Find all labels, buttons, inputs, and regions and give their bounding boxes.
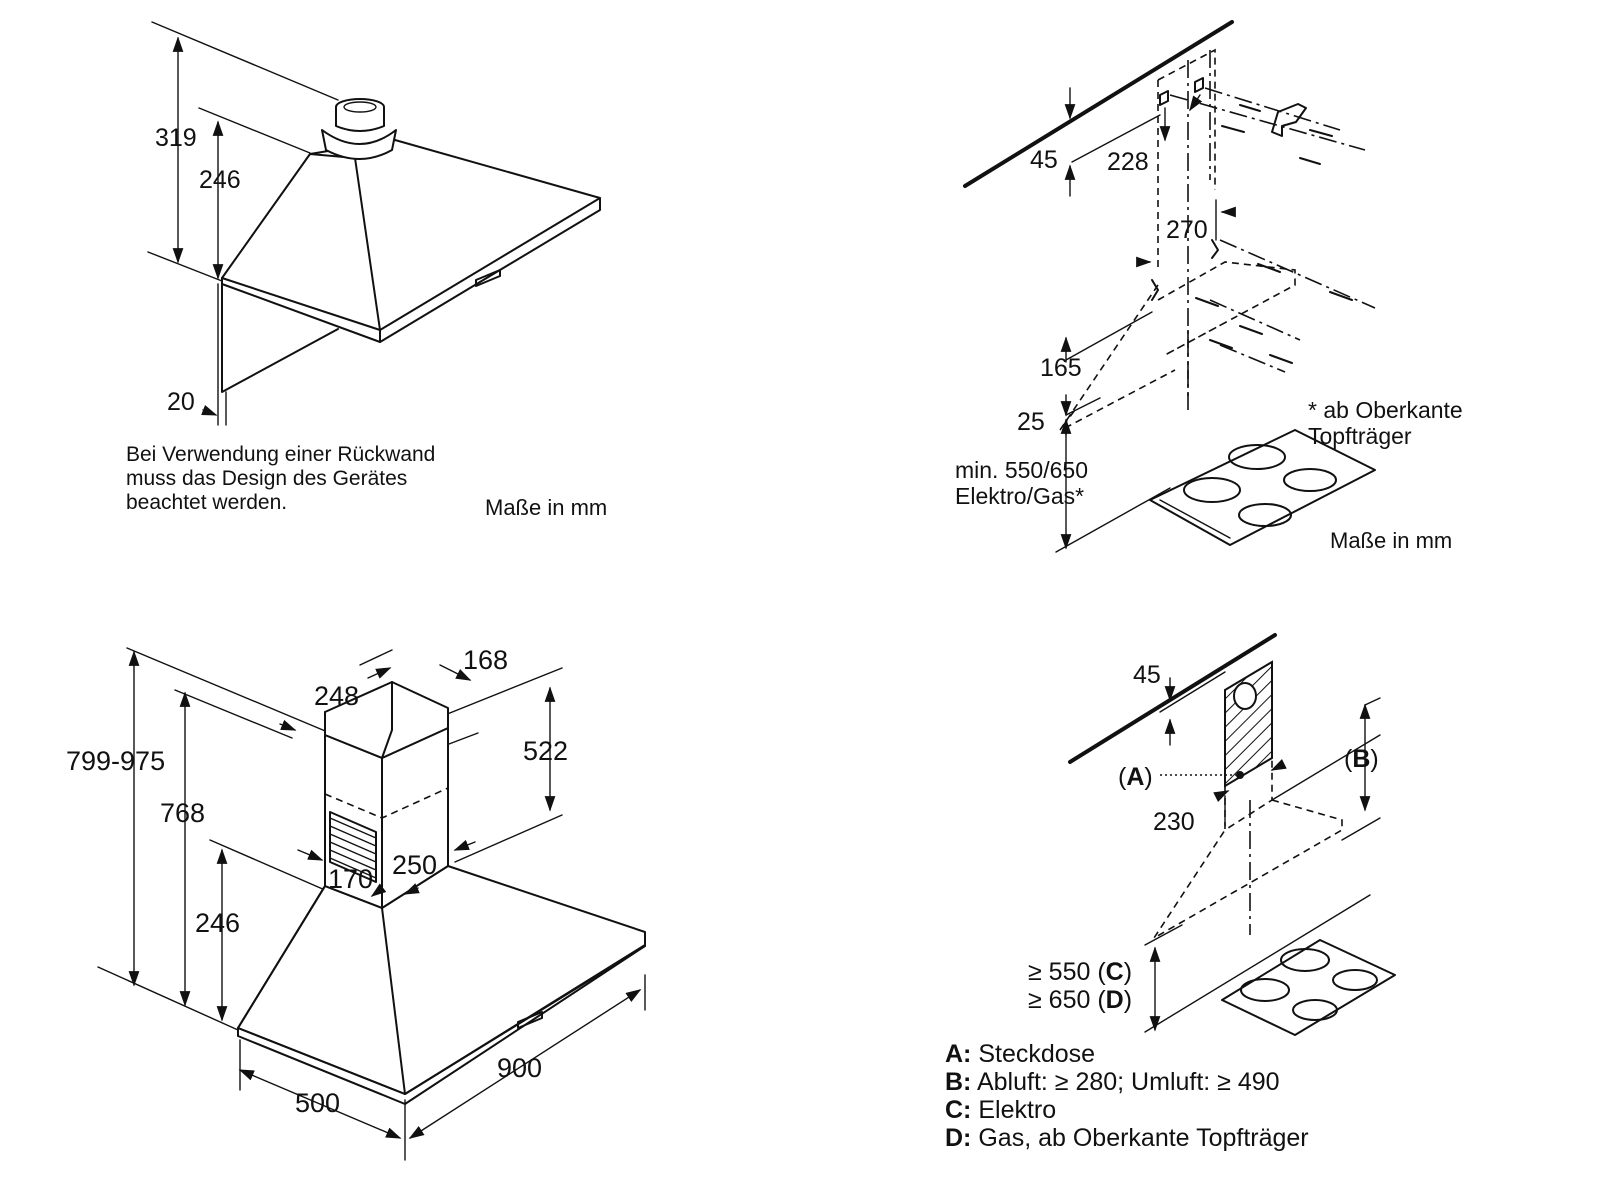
legend-item: B: Abluft: ≥ 280; Umluft: ≥ 490: [945, 1068, 1280, 1096]
diagram-wall-mounting: [963, 20, 1376, 553]
dim-20: 20: [167, 388, 195, 416]
unit-label-top-left: Maße in mm: [485, 495, 608, 520]
marker-b: (B): [1344, 745, 1379, 773]
diagram-hood-with-chimney: [97, 647, 646, 1161]
dim-168: 168: [463, 645, 509, 675]
dim-45-wall: 45: [1030, 146, 1058, 174]
dim-522: 522: [523, 736, 569, 766]
dim-246-top: 246: [199, 166, 241, 194]
dim-250: 250: [392, 850, 438, 880]
dim-228: 228: [1107, 148, 1149, 176]
dim-768: 768: [160, 798, 206, 828]
legend-item: D: Gas, ab Oberkante Topfträger: [945, 1124, 1309, 1152]
footnote-pan-support: * ab Oberkante Topfträger: [1308, 397, 1463, 449]
dim-248: 248: [314, 681, 360, 711]
dim-319: 319: [155, 124, 197, 152]
marker-c-min: ≥ 550 (C): [1028, 958, 1133, 986]
min-height-label: min. 550/650 Elektro/Gas*: [955, 457, 1088, 509]
legend: A: Steckdose B: Abluft: ≥ 280; Umluft: ≥…: [945, 1040, 1309, 1152]
dim-799-975: 799-975: [66, 746, 166, 776]
dim-900: 900: [497, 1053, 543, 1083]
dim-230: 230: [1153, 808, 1195, 836]
dim-45-socket: 45: [1133, 661, 1161, 689]
marker-a: (A): [1118, 763, 1153, 791]
dim-270: 270: [1166, 216, 1208, 244]
legend-item: A: Steckdose: [945, 1040, 1096, 1068]
dim-246-bottom: 246: [195, 908, 241, 938]
dim-165: 165: [1040, 354, 1082, 382]
marker-d-min: ≥ 650 (D): [1028, 986, 1133, 1014]
diagram-socket-clearance: [1068, 633, 1396, 1036]
dim-500: 500: [295, 1088, 341, 1118]
back-wall-note: Bei Verwendung einer Rückwand muss das D…: [126, 443, 436, 514]
diagram-hood-perspective-top: [147, 21, 601, 426]
unit-label-top-right: Maße in mm: [1330, 528, 1453, 553]
legend-item: C: Elektro: [945, 1096, 1057, 1124]
dim-170: 170: [328, 864, 374, 894]
dim-25: 25: [1017, 408, 1045, 436]
